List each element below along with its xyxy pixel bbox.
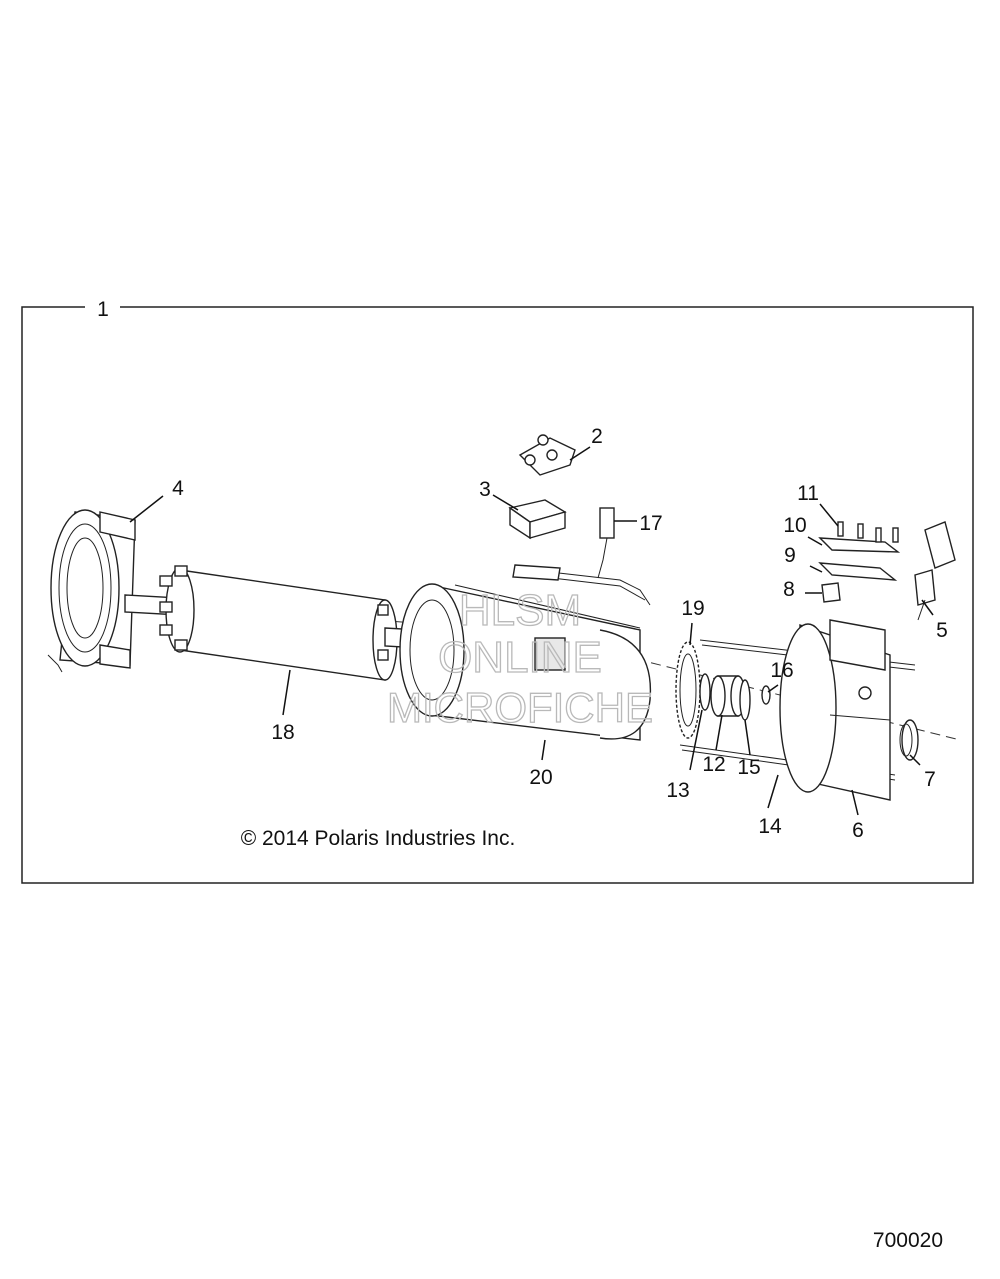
callout-18: 18 <box>271 721 294 744</box>
callout-15: 15 <box>737 756 760 779</box>
callout-12: 12 <box>702 753 725 776</box>
connector <box>597 507 615 579</box>
terminal-block <box>518 434 576 476</box>
gasket-plate <box>818 562 898 581</box>
small-block <box>821 582 841 603</box>
watermark: HLSM ONLINE MICROFICHE <box>386 585 653 731</box>
armature <box>124 565 421 681</box>
callout-17: 17 <box>639 512 662 535</box>
drive-gear <box>675 641 701 739</box>
callout-16: 16 <box>770 659 793 682</box>
cover-plate <box>818 537 901 553</box>
ring-washer <box>699 673 711 711</box>
bearing <box>710 675 746 717</box>
callout-3: 3 <box>479 478 491 501</box>
watermark-line-2: ONLINE <box>438 633 602 682</box>
wire-harness <box>512 564 651 606</box>
figure-number: 700020 <box>873 1229 943 1252</box>
cover-block <box>508 499 567 540</box>
end-frame-housing <box>779 619 891 801</box>
callout-4: 4 <box>172 477 184 500</box>
end-cap-housing <box>47 509 136 673</box>
screws <box>837 521 899 543</box>
sensor-connector <box>914 521 956 621</box>
callout-1: 1 <box>97 298 109 321</box>
callout-2: 2 <box>591 425 603 448</box>
callout-11: 11 <box>797 482 819 505</box>
end-cap <box>899 719 919 761</box>
callout-20: 20 <box>529 766 552 789</box>
callout-6: 6 <box>852 819 864 842</box>
callout-14: 14 <box>758 815 782 838</box>
callout-8: 8 <box>783 578 795 601</box>
small-washer <box>761 685 771 705</box>
snap-ring <box>739 679 751 721</box>
watermark-line-3: MICROFICHE <box>387 684 653 731</box>
callout-19: 19 <box>681 597 704 620</box>
watermark-line-1: HLSM <box>459 586 581 635</box>
callout-5: 5 <box>936 619 948 642</box>
callout-13: 13 <box>666 779 689 802</box>
callout-9: 9 <box>784 544 796 567</box>
copyright-notice: © 2014 Polaris Industries Inc. <box>241 827 516 850</box>
motor-housing <box>399 583 652 741</box>
callout-10: 10 <box>783 514 806 537</box>
callout-labels: 1 2 3 4 5 6 7 8 9 10 11 12 13 14 15 16 1… <box>97 298 948 842</box>
callout-7: 7 <box>924 768 936 791</box>
assembly-frame <box>21 306 974 884</box>
leader-lines <box>129 446 934 816</box>
